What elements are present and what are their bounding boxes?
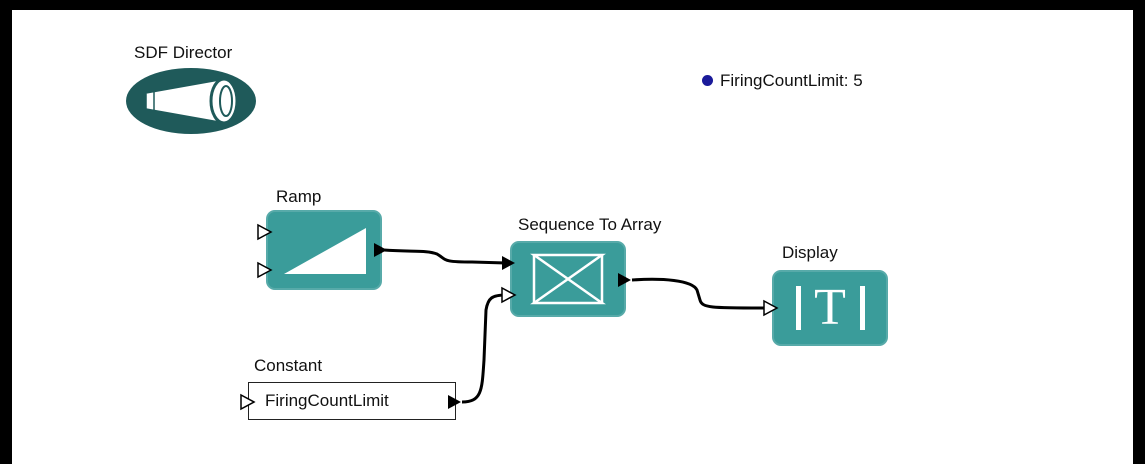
ramp-ports: [257, 223, 387, 279]
constant-output-port: [448, 395, 461, 409]
workflow-canvas[interactable]: SDF Director FiringCountLimit: 5 Ramp: [12, 10, 1133, 464]
display-t-icon: T: [814, 279, 846, 336]
constant-ports: [240, 393, 461, 411]
sequence-ports: [501, 256, 631, 304]
ramp-output-port: [374, 243, 387, 257]
link-constant-to-sequence: [461, 293, 507, 404]
link-ramp-to-sequence: [383, 248, 507, 265]
sdf-director-icon[interactable]: [124, 66, 258, 136]
sequence-to-array-label: Sequence To Array: [518, 215, 662, 234]
parameter-dot-icon: [702, 75, 713, 86]
constant-expression: FiringCountLimit: [265, 391, 389, 410]
display-ports: [763, 299, 779, 317]
display-input-port: [763, 299, 779, 317]
ramp-input-port-1: [257, 223, 273, 241]
connections: [383, 248, 768, 404]
link-sequence-to-display: [631, 277, 768, 310]
sequence-input-port-1: [502, 256, 515, 270]
sequence-input-port-2: [501, 286, 517, 304]
ramp-label: Ramp: [276, 187, 322, 206]
parameter-firing-count-limit[interactable]: FiringCountLimit: 5: [720, 71, 863, 90]
constant-label: Constant: [254, 356, 323, 375]
constant-actor[interactable]: FiringCountLimit: [248, 382, 456, 420]
constant-input-port: [240, 393, 256, 411]
ramp-actor[interactable]: [266, 210, 382, 290]
display-bar-right: [860, 286, 865, 330]
director-label: SDF Director: [134, 43, 233, 62]
display-actor[interactable]: T: [772, 270, 888, 346]
sequence-output-port: [618, 273, 631, 287]
display-bar-left: [796, 286, 801, 330]
display-label: Display: [782, 243, 838, 262]
sequence-to-array-actor[interactable]: [510, 241, 626, 317]
ramp-input-port-2: [257, 261, 273, 279]
